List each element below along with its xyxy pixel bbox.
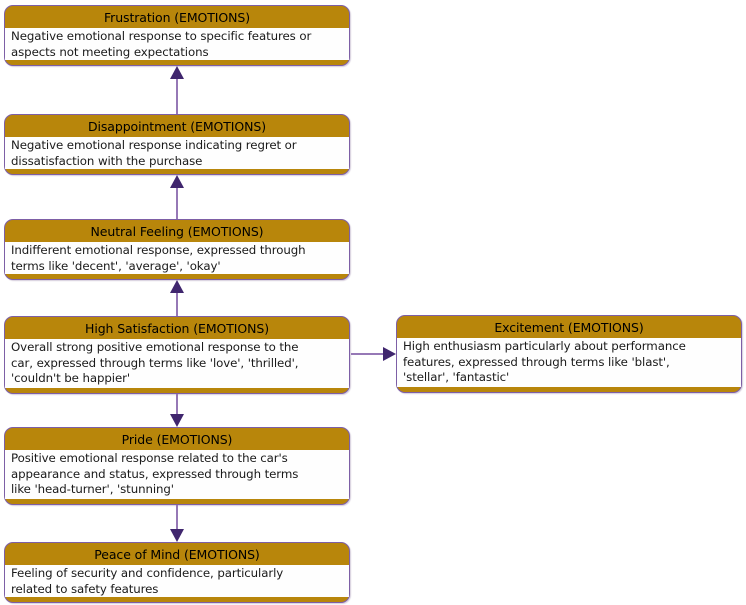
node-disappointment-title: Disappointment (EMOTIONS)	[88, 119, 266, 134]
node-neutral-feeling-title: Neutral Feeling (EMOTIONS)	[90, 224, 264, 239]
node-disappointment-description: Negative emotional response indicating r…	[5, 137, 349, 169]
node-peace-of-mind-description: Feeling of security and confidence, part…	[5, 565, 349, 597]
arrowhead-up-icon	[170, 66, 184, 79]
node-neutral-feeling-description: Indifferent emotional response, expresse…	[5, 242, 349, 274]
node-excitement-description: High enthusiasm particularly about perfo…	[397, 338, 741, 387]
node-pride: Pride (EMOTIONS) Positive emotional resp…	[4, 427, 350, 505]
arrowhead-right-icon	[383, 347, 396, 361]
node-high-satisfaction-title: High Satisfaction (EMOTIONS)	[85, 321, 269, 336]
node-disappointment: Disappointment (EMOTIONS) Negative emoti…	[4, 114, 350, 175]
node-excitement: Excitement (EMOTIONS) High enthusiasm pa…	[396, 315, 742, 393]
edge-line	[176, 292, 178, 316]
node-excitement-title: Excitement (EMOTIONS)	[494, 320, 644, 335]
node-peace-of-mind: Peace of Mind (EMOTIONS) Feeling of secu…	[4, 542, 350, 603]
node-frustration-description: Negative emotional response to specific …	[5, 28, 349, 60]
edge-line	[176, 78, 178, 114]
edge-line	[176, 394, 178, 415]
edge-line	[176, 505, 178, 530]
arrowhead-down-icon	[170, 414, 184, 427]
arrowhead-up-icon	[170, 175, 184, 188]
node-pride-description: Positive emotional response related to t…	[5, 450, 349, 499]
node-pride-title: Pride (EMOTIONS)	[121, 432, 233, 447]
edge-line	[351, 353, 384, 355]
node-frustration-title: Frustration (EMOTIONS)	[104, 10, 250, 25]
node-high-satisfaction: High Satisfaction (EMOTIONS) Overall str…	[4, 316, 350, 394]
edge-line	[176, 187, 178, 219]
node-neutral-feeling: Neutral Feeling (EMOTIONS) Indifferent e…	[4, 219, 350, 280]
arrowhead-up-icon	[170, 280, 184, 293]
arrowhead-down-icon	[170, 529, 184, 542]
node-high-satisfaction-description: Overall strong positive emotional respon…	[5, 339, 349, 388]
node-frustration: Frustration (EMOTIONS) Negative emotiona…	[4, 5, 350, 66]
node-peace-of-mind-title: Peace of Mind (EMOTIONS)	[94, 547, 260, 562]
